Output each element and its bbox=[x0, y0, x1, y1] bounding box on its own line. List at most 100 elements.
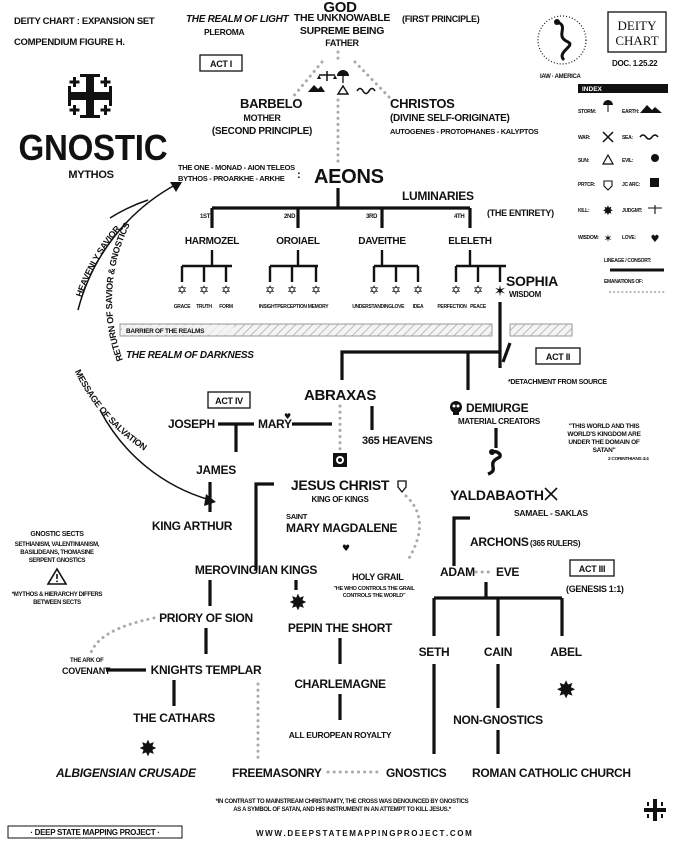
act3-box: ACT III bbox=[569, 559, 615, 577]
realm-of-light: THE REALM OF LIGHT bbox=[186, 14, 290, 25]
king-arthur-label: KING ARTHUR bbox=[152, 519, 233, 533]
svg-text:UNDER THE DOMAIN OF: UNDER THE DOMAIN OF bbox=[568, 439, 640, 446]
svg-text:BETWEEN SECTS: BETWEEN SECTS bbox=[33, 600, 81, 606]
mountain-icon bbox=[308, 85, 325, 92]
kill-burst-icon-pepin: ✸ bbox=[289, 591, 307, 616]
oroiael-label: OROIAEL bbox=[276, 236, 320, 247]
svg-text:SATAN": SATAN" bbox=[593, 447, 616, 454]
footer-project: · DEEP STATE MAPPING PROJECT · bbox=[30, 828, 159, 837]
svg-text:EARTH:: EARTH: bbox=[622, 109, 640, 115]
footer-cross-icon bbox=[644, 799, 666, 821]
joseph-label: JOSEPH bbox=[168, 417, 215, 431]
svg-text:2 CORINTHIANS 4:4: 2 CORINTHIANS 4:4 bbox=[608, 456, 649, 462]
idea: IDEA bbox=[413, 304, 424, 310]
barbelo-sub2: (SECOND PRINCIPLE) bbox=[212, 126, 312, 137]
adam-label: ADAM bbox=[440, 565, 475, 579]
saint-label: SAINT bbox=[286, 512, 308, 521]
charlemagne-label: CHARLEMAGNE bbox=[294, 677, 386, 691]
svg-text:INDEX: INDEX bbox=[582, 86, 603, 93]
side-arrows: HEAVENLY SAVIOR RETURN OF SAVIOR & GNOST… bbox=[73, 182, 216, 506]
svg-text:✡: ✡ bbox=[413, 283, 423, 297]
christos-sub1: (DIVINE SELF-ORIGINATE) bbox=[390, 113, 510, 124]
god-sub2: SUPREME BEING bbox=[300, 25, 384, 37]
svg-text:"THIS WORLD AND THIS: "THIS WORLD AND THIS bbox=[569, 423, 640, 430]
serpent-seal-icon bbox=[537, 15, 587, 65]
svg-text:EVIL:: EVIL: bbox=[622, 158, 634, 164]
svg-text:KILL:: KILL: bbox=[578, 208, 590, 214]
svg-text:*MYTHOS & HIERARCHY DIFFERS: *MYTHOS & HIERARCHY DIFFERS bbox=[12, 592, 103, 598]
svg-text:4TH: 4TH bbox=[454, 214, 464, 220]
james-label: JAMES bbox=[196, 463, 236, 477]
the-entirety: (THE ENTIRETY) bbox=[487, 208, 554, 218]
wave-icon bbox=[356, 87, 376, 95]
eleleth-label: ELELETH bbox=[448, 236, 492, 247]
svg-text:✡: ✡ bbox=[451, 283, 461, 297]
harmozel-label: HARMOZEL bbox=[185, 236, 239, 247]
grail-quote2: CONTROLS THE WORLD" bbox=[343, 593, 406, 599]
svg-text:✡: ✡ bbox=[311, 283, 321, 297]
heart-icon: ♥ bbox=[284, 412, 291, 421]
peace: PEACE bbox=[470, 304, 487, 310]
heart-icon-magdalene: ♥ bbox=[342, 544, 350, 554]
yaldabaoth-label: YALDABAOTH bbox=[450, 487, 544, 503]
eve-label: EVE bbox=[496, 565, 519, 579]
seal-text: IAW · AMERICA bbox=[540, 74, 582, 80]
luminaries-label: LUMINARIES bbox=[402, 189, 474, 203]
jesus-icon bbox=[333, 453, 347, 467]
memory: MEMORY bbox=[308, 304, 329, 310]
crossed-swords-icon bbox=[544, 487, 558, 501]
realm-of-darkness: THE REALM OF DARKNESS bbox=[126, 350, 254, 361]
christos-sub2: AUTOGENES - PROTOPHANES - KALYPTOS bbox=[390, 127, 539, 136]
svg-text:3RD: 3RD bbox=[366, 214, 378, 220]
chart-title-line2: COMPENDIUM FIGURE H. bbox=[14, 37, 125, 48]
world-quote: "THIS WORLD AND THIS WORLD'S KINGDOM ARE… bbox=[567, 423, 649, 462]
svg-text:JUDGMT:: JUDGMT: bbox=[622, 208, 643, 214]
emanations-lines bbox=[180, 250, 506, 282]
footer-url[interactable]: W W W . D E E P S T A T E M A P P I N G … bbox=[256, 829, 472, 838]
merovingian-label: MEROVINGIAN KINGS bbox=[195, 563, 318, 577]
god-label: GOD bbox=[323, 0, 357, 16]
svg-text:ACT I: ACT I bbox=[210, 59, 232, 69]
umbrella-icon bbox=[337, 70, 349, 83]
king-of-kings: KING OF KINGS bbox=[312, 495, 370, 504]
god-sub3: FATHER bbox=[325, 38, 359, 48]
grace: GRACE bbox=[174, 304, 192, 310]
chart-title-line1: DEITY CHART : EXPANSION SET bbox=[14, 16, 155, 27]
skull-icon bbox=[450, 401, 462, 415]
wisdom-label: WISDOM bbox=[509, 290, 542, 299]
aeons-label: AEONS bbox=[314, 166, 384, 188]
barbelo-label: BARBELO bbox=[240, 96, 302, 111]
mary-label: MARY bbox=[258, 417, 292, 431]
heavens-label: 365 HEAVENS bbox=[362, 435, 432, 447]
ark-label1: THE ARK OF bbox=[70, 658, 104, 664]
cain-label: CAIN bbox=[484, 645, 512, 659]
svg-text:WISDOM:: WISDOM: bbox=[578, 235, 599, 241]
svg-text:✡: ✡ bbox=[473, 283, 483, 297]
svg-text:PRTCR:: PRTCR: bbox=[578, 182, 596, 188]
perfection: PERFECTION bbox=[437, 304, 467, 310]
barrier-label: BARRIER OF THE REALMS bbox=[126, 328, 205, 335]
love: LOVE bbox=[392, 304, 405, 310]
rulers-label: (365 RULERS) bbox=[530, 539, 581, 548]
warning-icon bbox=[46, 567, 68, 585]
luminaries-tree: 1ST 2ND 3RD 4TH bbox=[200, 188, 472, 228]
act1-box: ACT I bbox=[199, 54, 243, 72]
message-of-salvation: MESSAGE OF SALVATION bbox=[73, 368, 149, 453]
seth-label: SETH bbox=[419, 645, 450, 659]
genesis-label: (GENESIS 1:1) bbox=[566, 584, 624, 594]
svg-text:✡: ✡ bbox=[287, 283, 297, 297]
grail-quote1: "HE WHO CONTROLS THE GRAIL bbox=[334, 586, 416, 592]
ark-label2: COVENANT bbox=[62, 666, 111, 676]
doc-number: DOC. 1.25.22 bbox=[612, 59, 658, 68]
gnostic-sects: GNOSTIC SECTS SETHIANISM, VALENTINIANISM… bbox=[12, 531, 103, 606]
non-gnostics-label: NON-GNOSTICS bbox=[453, 713, 543, 727]
kill-burst-icon: ✸ bbox=[556, 676, 576, 704]
archons-label: ARCHONS bbox=[470, 535, 529, 549]
main-subtitle: MYTHOS bbox=[68, 169, 113, 181]
gnostics-label: GNOSTICS bbox=[386, 766, 447, 780]
main-title: GNOSTIC bbox=[18, 129, 167, 169]
shield-icon bbox=[397, 480, 407, 494]
jerusalem-cross-icon bbox=[68, 74, 112, 118]
svg-text:WAR:: WAR: bbox=[578, 135, 591, 141]
detachment-note: *DETACHMENT FROM SOURCE bbox=[508, 379, 607, 386]
